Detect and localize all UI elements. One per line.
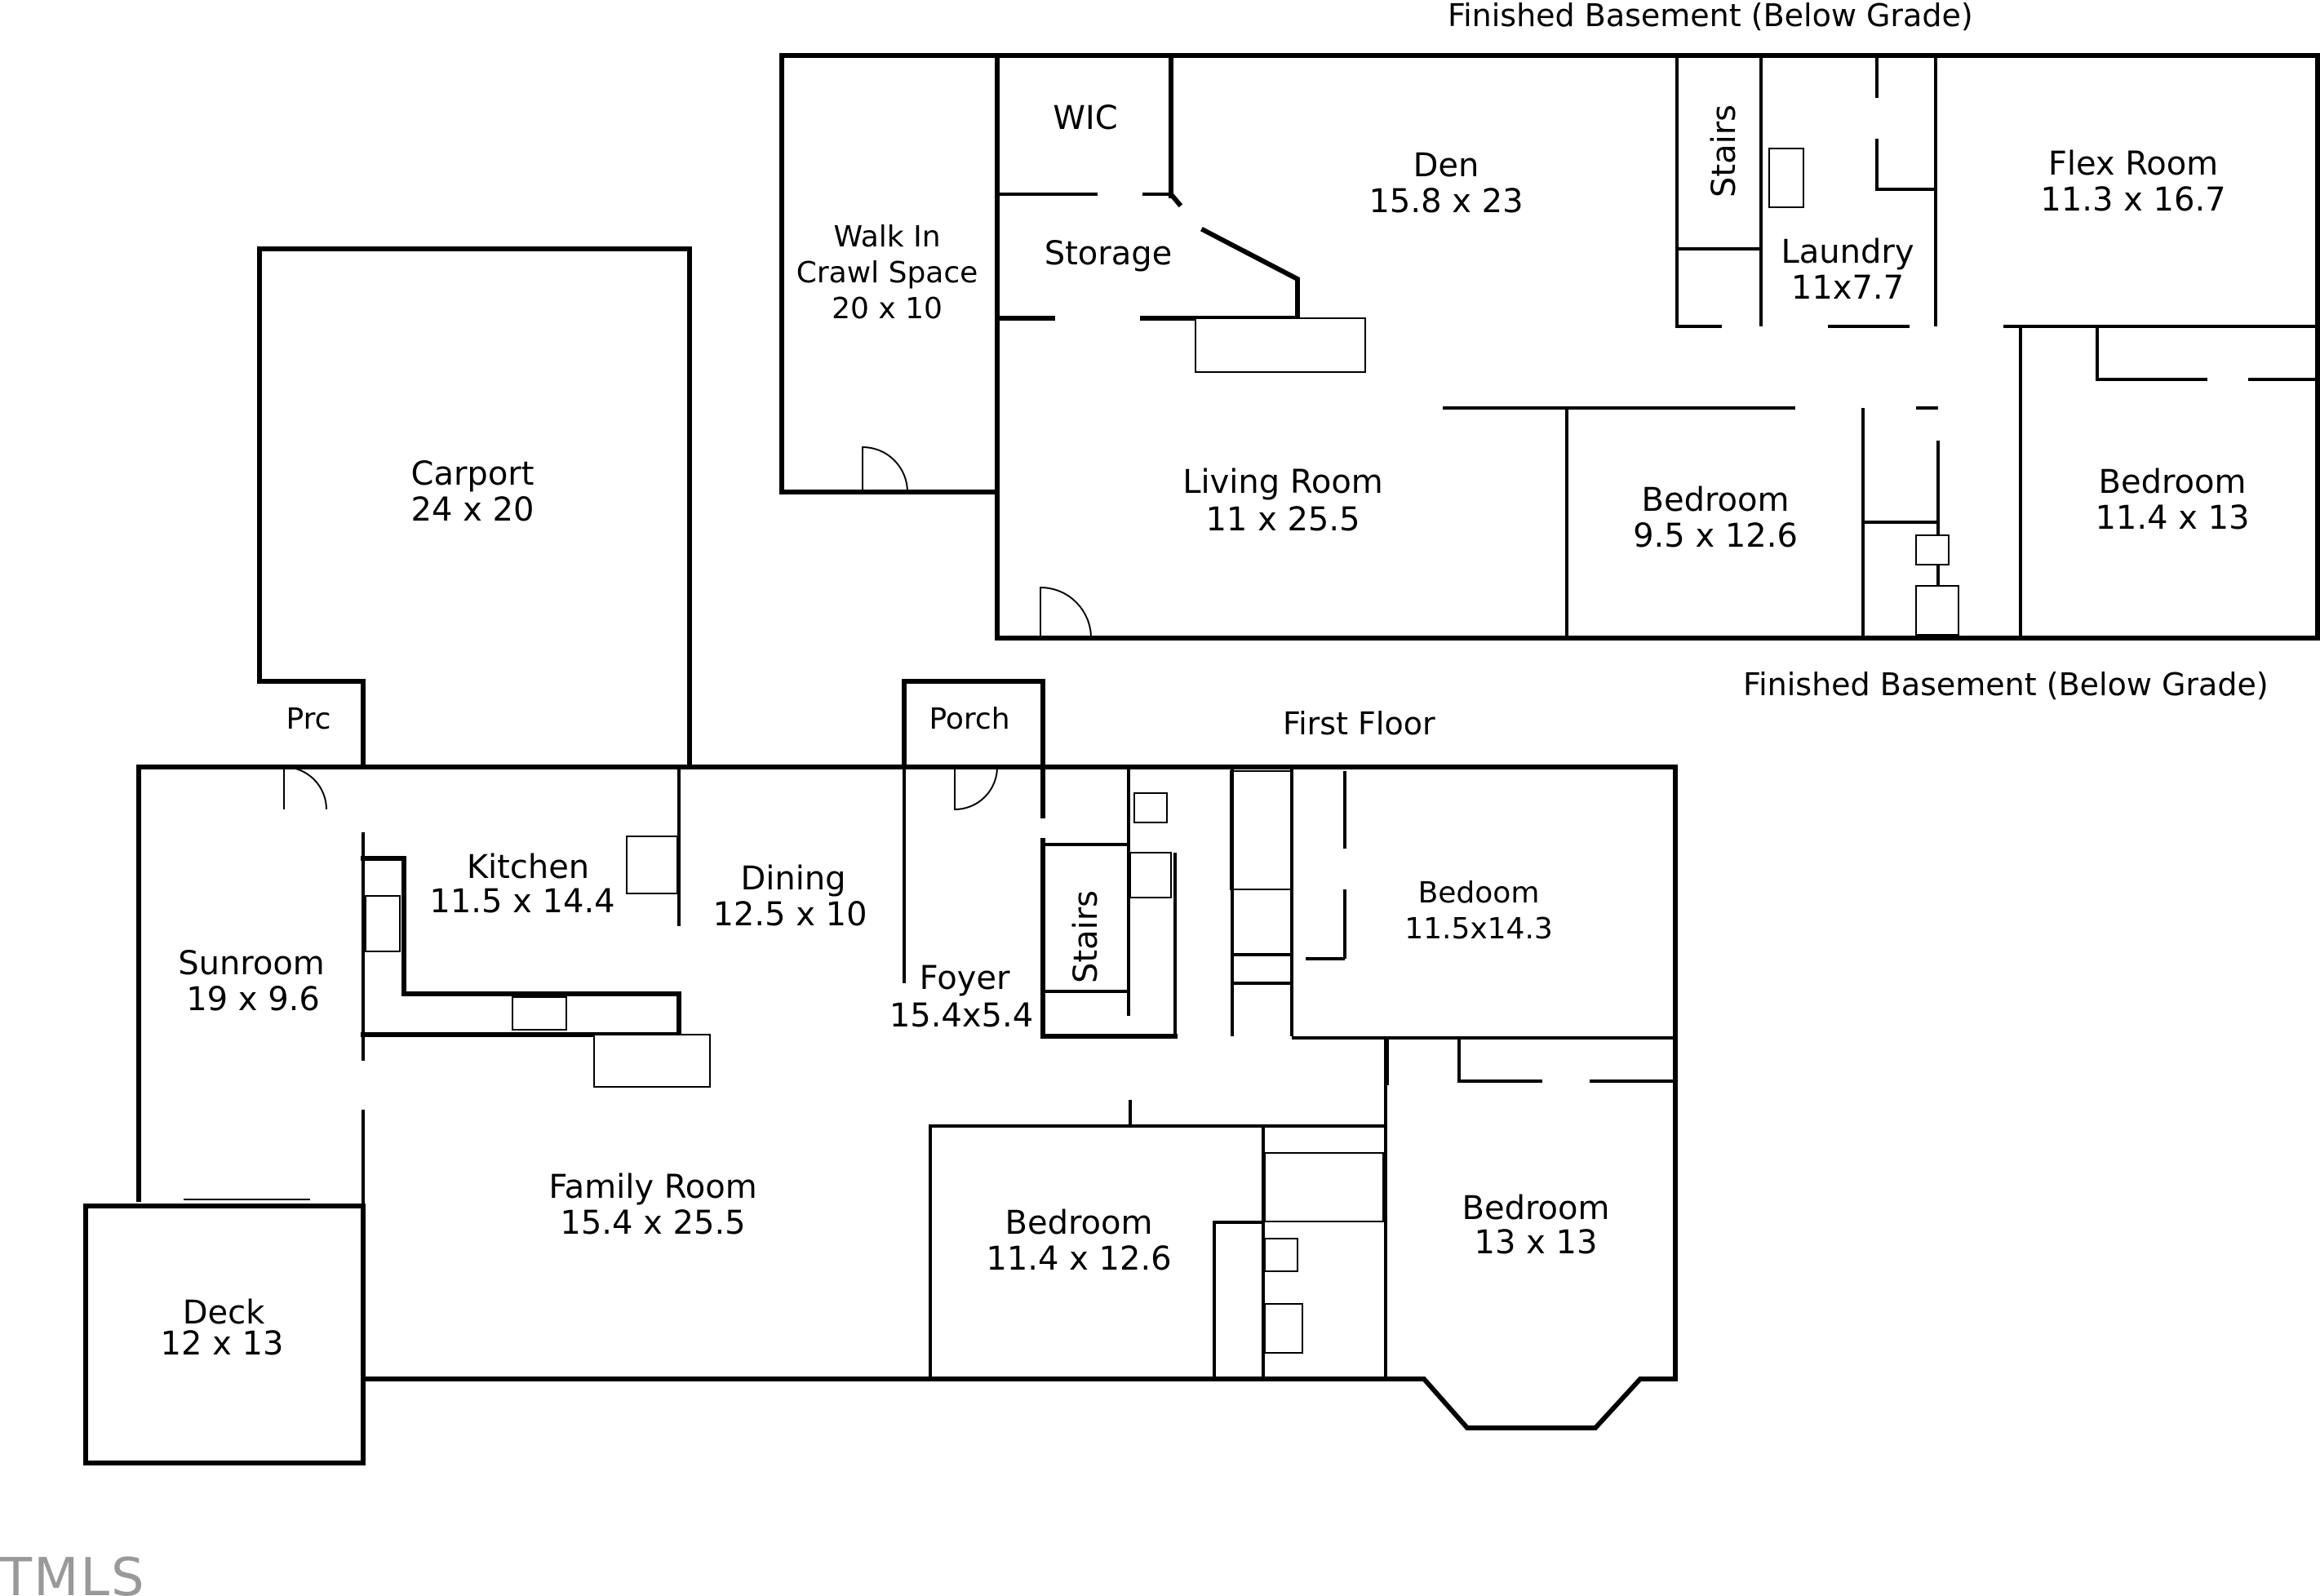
first-floor-plan [83, 246, 1678, 1465]
room-size-bedroom: 13 x 13 [1475, 1224, 1598, 1261]
room-label-bedroom: Bedroom [1005, 1204, 1153, 1242]
toilet-icon [1133, 792, 1168, 823]
room-size-kitchen: 11.5 x 14.4 [429, 883, 614, 920]
porch-wall [902, 679, 1045, 769]
room-size-family: 15.4 x 25.5 [560, 1204, 745, 1242]
crawl-space-wall [779, 53, 1000, 494]
toilet-icon [1915, 534, 1950, 565]
room-size-living: 11 x 25.5 [1205, 501, 1360, 539]
room-size-bedroom: 9.5 x 12.6 [1633, 517, 1798, 555]
sink-icon [1129, 852, 1172, 898]
sink-icon [1264, 1303, 1303, 1354]
room-label-prc: Prc [286, 703, 331, 736]
room-label-kitchen: Kitchen [467, 849, 589, 886]
room-size-carport: 24 x 20 [411, 491, 535, 529]
sink-icon [1915, 585, 1959, 636]
room-label-storage: Storage [1045, 235, 1173, 273]
room-size-foyer: 15.4x5.4 [889, 997, 1033, 1035]
room-label-bedroom: Bedroom [1462, 1190, 1610, 1227]
room-label-stairs: Stairs [1067, 890, 1105, 983]
room-size-crawl: 20 x 10 [832, 292, 943, 326]
room-label-porch: Porch [929, 703, 1009, 736]
basement-title-lower: Finished Basement (Below Grade) [1743, 667, 2269, 703]
carport-wall [257, 246, 692, 769]
room-size-bedroom: 11.4 x 12.6 [986, 1240, 1171, 1278]
room-label-stairs: Stairs [1706, 104, 1743, 197]
room-size-sunroom: 19 x 9.6 [186, 981, 320, 1018]
door-icon [1040, 586, 1092, 639]
prc-wall [257, 679, 366, 769]
room-size-dining: 12.5 x 10 [712, 896, 867, 933]
room-label-wic: WIC [1053, 100, 1117, 137]
toilet-icon [1264, 1238, 1298, 1272]
door-icon [954, 766, 998, 811]
room-size-deck: 12 x 13 [161, 1325, 284, 1363]
sink-icon [1768, 148, 1804, 208]
fireplace-icon [1195, 317, 1366, 373]
room-label-sunroom: Sunroom [178, 945, 325, 982]
bathtub-icon [1230, 770, 1293, 890]
room-label-laundry: Laundry [1781, 233, 1914, 271]
room-label-bedroom: Bedroom [2099, 463, 2247, 501]
room-label-crawl-1: Walk In [833, 220, 940, 254]
sink-icon [365, 895, 401, 952]
stove-icon [512, 996, 567, 1031]
room-label-carport: Carport [411, 455, 535, 493]
room-size-laundry: 11x7.7 [1791, 269, 1904, 307]
room-size-flex: 11.3 x 16.7 [2040, 181, 2225, 219]
fridge-icon [626, 836, 678, 894]
room-label-den: Den [1413, 147, 1479, 184]
room-size-bedroom: 11.4 x 13 [2095, 499, 2249, 537]
room-label-deck: Deck [183, 1294, 265, 1332]
door-icon [283, 765, 327, 810]
bedroom-wall [929, 1124, 1387, 1379]
room-label-crawl-2: Crawl Space [796, 256, 978, 290]
room-label-family: Family Room [548, 1168, 756, 1206]
stairs-box [1675, 55, 1722, 328]
door-icon [862, 446, 908, 493]
room-label-foyer: Foyer [920, 960, 1010, 997]
room-label-bedroom: Bedoom [1418, 876, 1540, 910]
room-label-flex: Flex Room [2048, 145, 2218, 183]
basement-plan [779, 53, 2320, 641]
room-label-bedroom: Bedroom [1642, 481, 1790, 519]
room-label-living: Living Room [1182, 463, 1383, 501]
first-floor-outer-wall [136, 765, 1678, 1430]
basement-title: Finished Basement (Below Grade) [1448, 0, 1973, 33]
room-label-dining: Dining [740, 860, 845, 898]
mls-logo: TMLS [0, 1548, 146, 1596]
room-size-bedroom: 11.5x14.3 [1404, 912, 1553, 946]
fireplace-icon [593, 1034, 711, 1088]
first-floor-title: First Floor [1283, 706, 1435, 742]
shower-icon [1264, 1152, 1384, 1222]
room-size-den: 15.8 x 23 [1368, 183, 1523, 220]
